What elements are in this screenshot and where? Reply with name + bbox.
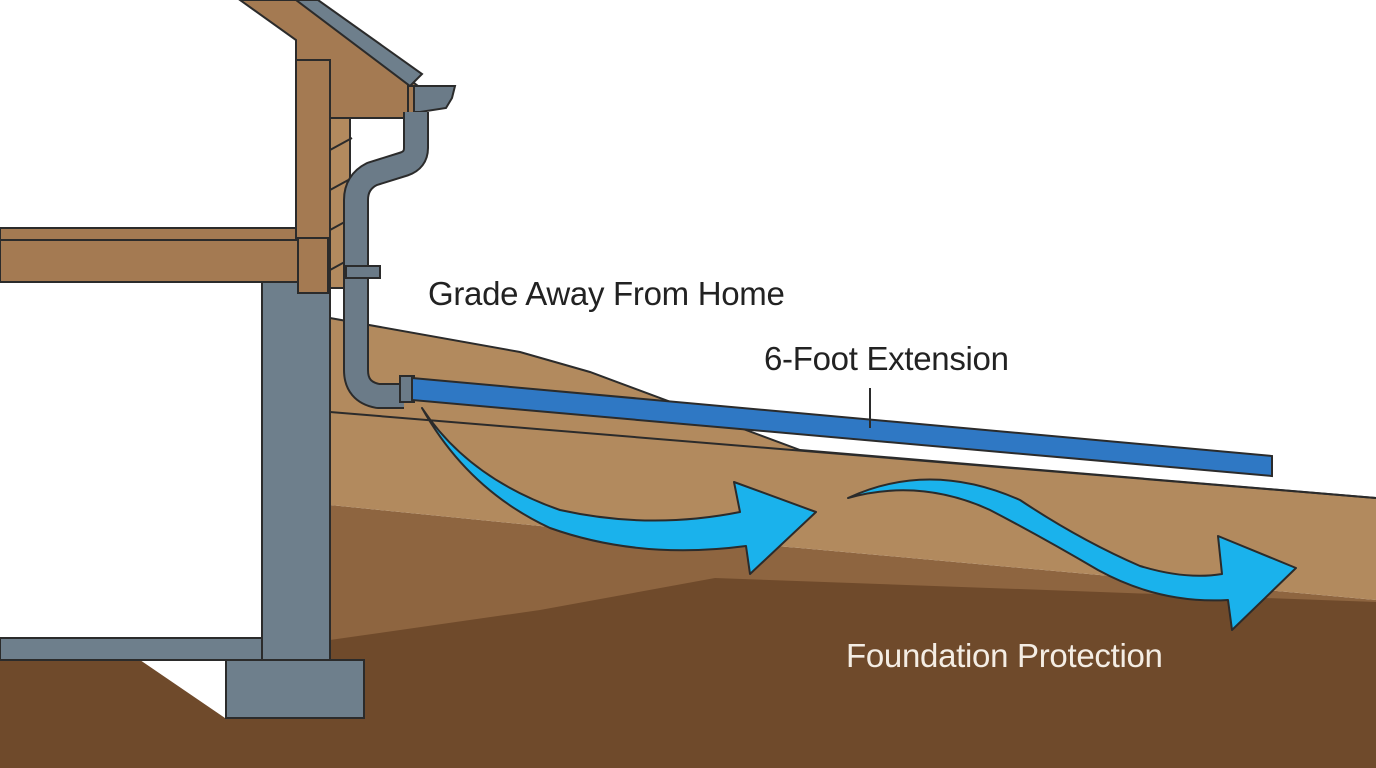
floor-beam [0,227,321,283]
basement-slab [0,637,263,661]
house-interior-upper [0,0,298,228]
foundation-footing [225,659,365,719]
label-extension: 6-Foot Extension [764,340,1009,377]
siding-shingles [329,137,353,271]
curved-arrow-icon [847,478,1297,631]
extension-pipe [411,376,1273,478]
label-foundation-protection: Foundation Protection [846,637,1163,674]
downspout-bracket [345,265,381,279]
foundation-wall [261,281,331,663]
downspout-fill [345,112,427,407]
rim-board [297,237,329,294]
roof-shingles [294,0,424,88]
soil-layer-dark-lower [330,578,1376,768]
label-grade-away: Grade Away From Home [428,275,785,312]
house-interior-basement [0,282,262,638]
soil-under-house [0,660,330,768]
curved-arrow-icon [421,407,817,575]
wall-stud [295,39,331,239]
ground-line [329,411,1376,499]
